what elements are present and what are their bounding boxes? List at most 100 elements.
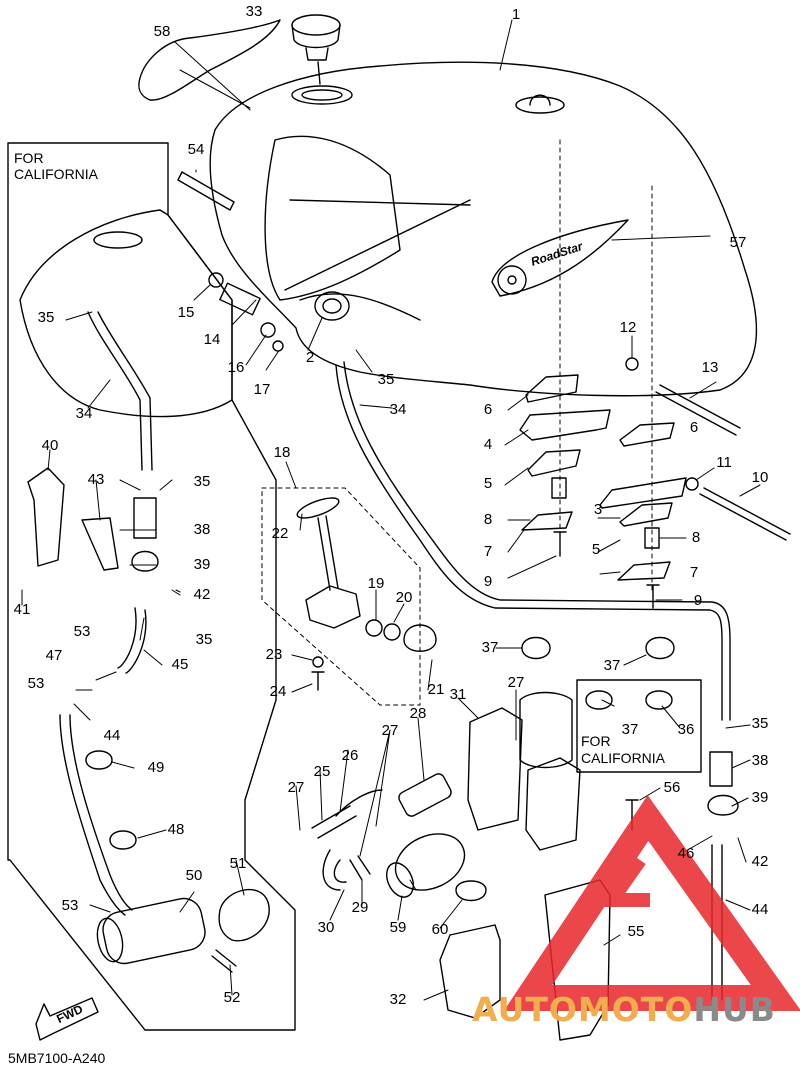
fuel-cock-cap-inner — [322, 298, 342, 314]
california-right-box — [576, 679, 702, 773]
fuel-cock-cap — [314, 291, 350, 321]
callout-18: 18 — [273, 444, 291, 461]
callout-8b: 8 — [691, 529, 701, 546]
callout-15: 15 — [177, 304, 195, 321]
callout-53b: 53 — [27, 675, 45, 692]
bracket-31 — [467, 707, 523, 831]
gasket-22 — [296, 497, 340, 519]
knee-pad — [138, 19, 281, 101]
callout-34b: 34 — [389, 401, 407, 418]
nut-part — [272, 340, 284, 352]
breather-hose-34 — [335, 364, 723, 721]
fuel-pump-59-end — [386, 862, 414, 898]
callout-35e: 35 — [751, 715, 769, 732]
fuel-cock-body — [305, 585, 361, 629]
clamp-60 — [455, 880, 487, 902]
callout-10: 10 — [751, 469, 769, 486]
callout-13: 13 — [701, 359, 719, 376]
callout-28: 28 — [409, 705, 427, 722]
cover-part — [219, 282, 261, 316]
clamp-48 — [109, 830, 137, 850]
canister-50 — [102, 897, 206, 965]
callout-27c: 27 — [507, 674, 525, 691]
callout-27a: 27 — [287, 779, 305, 796]
california-left-label-2: CALIFORNIA — [14, 166, 99, 182]
damper-stack-c — [619, 422, 675, 447]
callout-36: 36 — [677, 721, 695, 738]
damper-stack-b — [527, 449, 581, 477]
callout-34a: 34 — [75, 405, 93, 422]
bracket-40 — [27, 467, 65, 567]
callout-53c: 53 — [61, 897, 79, 914]
filler-cap-stem — [305, 47, 329, 61]
callout-47: 47 — [45, 647, 63, 664]
callout-26: 26 — [341, 747, 359, 764]
emblem-hub — [507, 275, 517, 285]
bracket-51 — [218, 888, 270, 942]
bracket-right — [599, 477, 687, 509]
california-right-label-1: FOR — [581, 733, 611, 749]
filler-cap — [291, 14, 341, 36]
diagram-code: 5MB7100-A240 — [8, 1050, 106, 1066]
callout-59: 59 — [389, 919, 407, 936]
filter-28 — [398, 773, 452, 817]
cover-32 — [439, 924, 501, 1019]
callout-44b: 44 — [751, 901, 769, 918]
california-panel-border — [7, 142, 296, 1031]
tank-emblem — [491, 219, 629, 297]
callout-48: 48 — [167, 821, 185, 838]
breather-hose-34-edge — [343, 361, 731, 721]
callout-41: 41 — [13, 601, 31, 618]
callout-2: 2 — [305, 349, 315, 366]
callout-25: 25 — [313, 763, 331, 780]
callout-27b: 27 — [381, 722, 399, 739]
bolt-9b — [646, 584, 660, 609]
fuel-tank — [209, 61, 758, 397]
callout-50: 50 — [185, 867, 203, 884]
vent-hose — [177, 171, 235, 211]
screw-24 — [311, 671, 325, 691]
callout-58: 58 — [153, 23, 171, 40]
callout-22: 22 — [271, 525, 289, 542]
leader-lines — [21, 19, 761, 1001]
tank-knee-recess — [264, 135, 401, 301]
callout-4: 4 — [483, 436, 493, 453]
canister-38-right — [709, 751, 733, 787]
fuel-pump-59 — [394, 833, 466, 891]
callout-31: 31 — [449, 686, 467, 703]
callout-11: 11 — [716, 454, 732, 471]
tank-top-badge-dome — [529, 94, 551, 106]
callout-54: 54 — [187, 141, 205, 158]
callout-23: 23 — [265, 646, 283, 663]
callout-37a: 37 — [481, 639, 499, 656]
callout-20: 20 — [395, 589, 413, 606]
callout-14: 14 — [203, 331, 221, 348]
callout-52: 52 — [223, 989, 241, 1006]
callout-45: 45 — [171, 656, 189, 673]
watermark-logo — [503, 795, 800, 1011]
washer-23 — [312, 656, 324, 668]
hose-30 — [322, 849, 347, 891]
california-right-label-2: CALIFORNIA — [581, 750, 666, 766]
tank-recess-lines — [284, 199, 471, 291]
callout-40: 40 — [41, 437, 59, 454]
california-left-label-1: FOR — [14, 150, 44, 166]
callout-51: 51 — [229, 855, 247, 872]
callout-8a: 8 — [483, 511, 493, 528]
canister-38 — [133, 497, 157, 539]
bolt-52 — [211, 949, 237, 973]
callout-17: 17 — [253, 381, 271, 398]
callout-6b: 6 — [689, 419, 699, 436]
callout-56: 56 — [663, 779, 681, 796]
callout-21: 21 — [427, 681, 445, 698]
callout-37b: 37 — [603, 657, 621, 674]
collar-part — [260, 322, 276, 338]
watermark-text: AUTOMOTOHUB — [472, 990, 776, 1029]
callout-57: 57 — [729, 234, 747, 251]
callout-37c: 37 — [621, 721, 639, 738]
hose-27-pump — [519, 691, 573, 769]
clamp-37-b — [645, 636, 675, 660]
california-hose-45 — [117, 607, 147, 674]
